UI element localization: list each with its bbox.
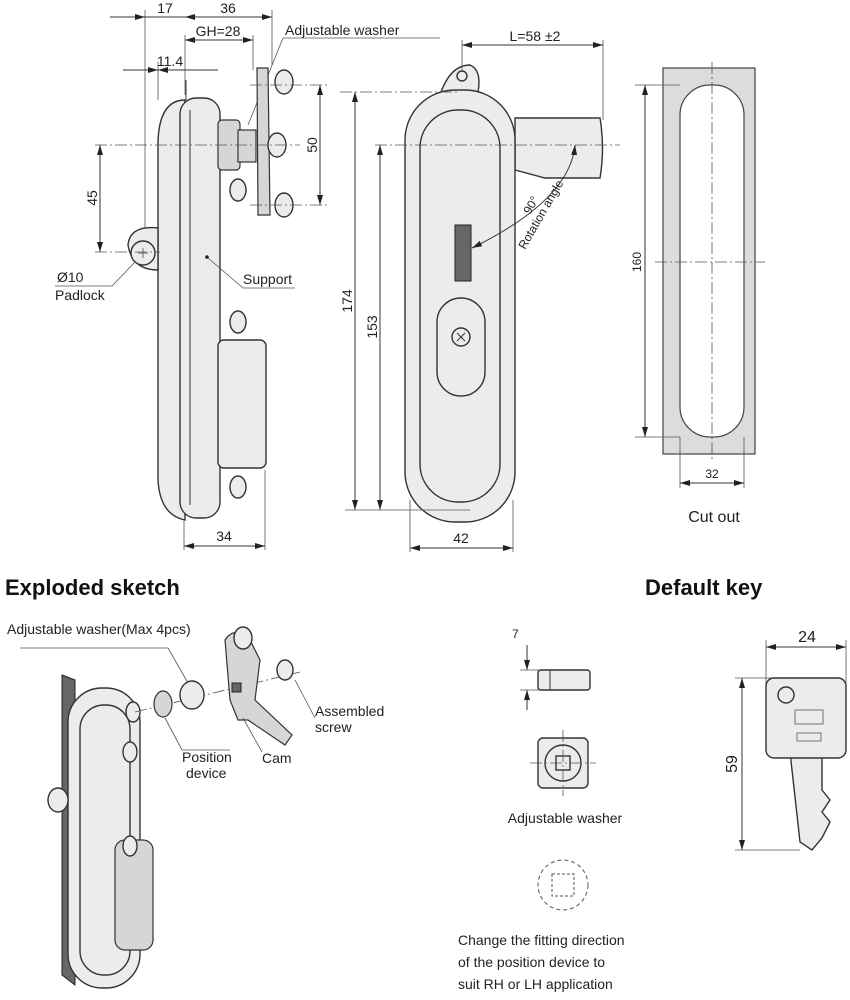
dim-32: 32 — [705, 467, 719, 481]
dim-50: 50 — [304, 137, 320, 153]
dim-11-4: 11.4 — [157, 53, 183, 69]
washer-detail-label: Adjustable washer — [508, 810, 623, 826]
dim-lever-length: L=58 ±2 — [510, 28, 561, 44]
assembled-screw-label-2: screw — [315, 719, 352, 735]
exploded-sketch-title: Exploded sketch — [5, 575, 180, 600]
dim-174: 174 — [339, 289, 355, 313]
dim-153: 153 — [364, 315, 380, 339]
fitting-note-line-3: suit RH or LH application — [458, 976, 613, 992]
cam-label: Cam — [262, 750, 292, 766]
dim-34: 34 — [216, 528, 232, 544]
dim-45: 45 — [84, 190, 100, 206]
front-view: L=58 ±2 174 153 42 90° Rotation angle — [339, 28, 620, 552]
dim-160: 160 — [630, 252, 644, 272]
dim-17: 17 — [157, 0, 173, 16]
padlock-label: Padlock — [55, 287, 106, 303]
exploded-sketch: Exploded sketch Adjustable washer(Max 4p… — [5, 575, 384, 989]
dim-59: 59 — [724, 755, 741, 773]
fitting-note-line-2: of the position device to — [458, 954, 605, 970]
padlock-diameter: Ø10 — [57, 269, 84, 285]
assembled-screw-label-1: Assembled — [315, 703, 384, 719]
cutout-label: Cut out — [688, 509, 740, 526]
dim-42: 42 — [453, 530, 469, 546]
washer-detail: 7 Adjustable washer Change the fitting d… — [458, 627, 625, 992]
fitting-note-line-1: Change the fitting direction — [458, 932, 625, 948]
exploded-washer-label: Adjustable washer(Max 4pcs) — [7, 621, 191, 637]
position-device-label-1: Position — [182, 749, 232, 765]
dim-gh: GH=28 — [196, 23, 241, 39]
cutout-view: 160 32 Cut out — [630, 62, 765, 526]
default-key-title: Default key — [645, 575, 763, 600]
dim-24: 24 — [798, 629, 816, 646]
dim-7: 7 — [512, 627, 519, 641]
default-key: Default key 24 59 — [645, 575, 847, 851]
rotation-angle-label: Rotation angle — [515, 177, 566, 251]
position-device-label-2: device — [186, 765, 227, 781]
dim-36: 36 — [220, 0, 236, 16]
side-view: 17 36 GH=28 11.4 Adjustable washer — [55, 0, 440, 550]
support-label: Support — [243, 271, 292, 287]
screw-icon — [229, 69, 294, 499]
adjustable-washer-label: Adjustable washer — [285, 22, 400, 38]
